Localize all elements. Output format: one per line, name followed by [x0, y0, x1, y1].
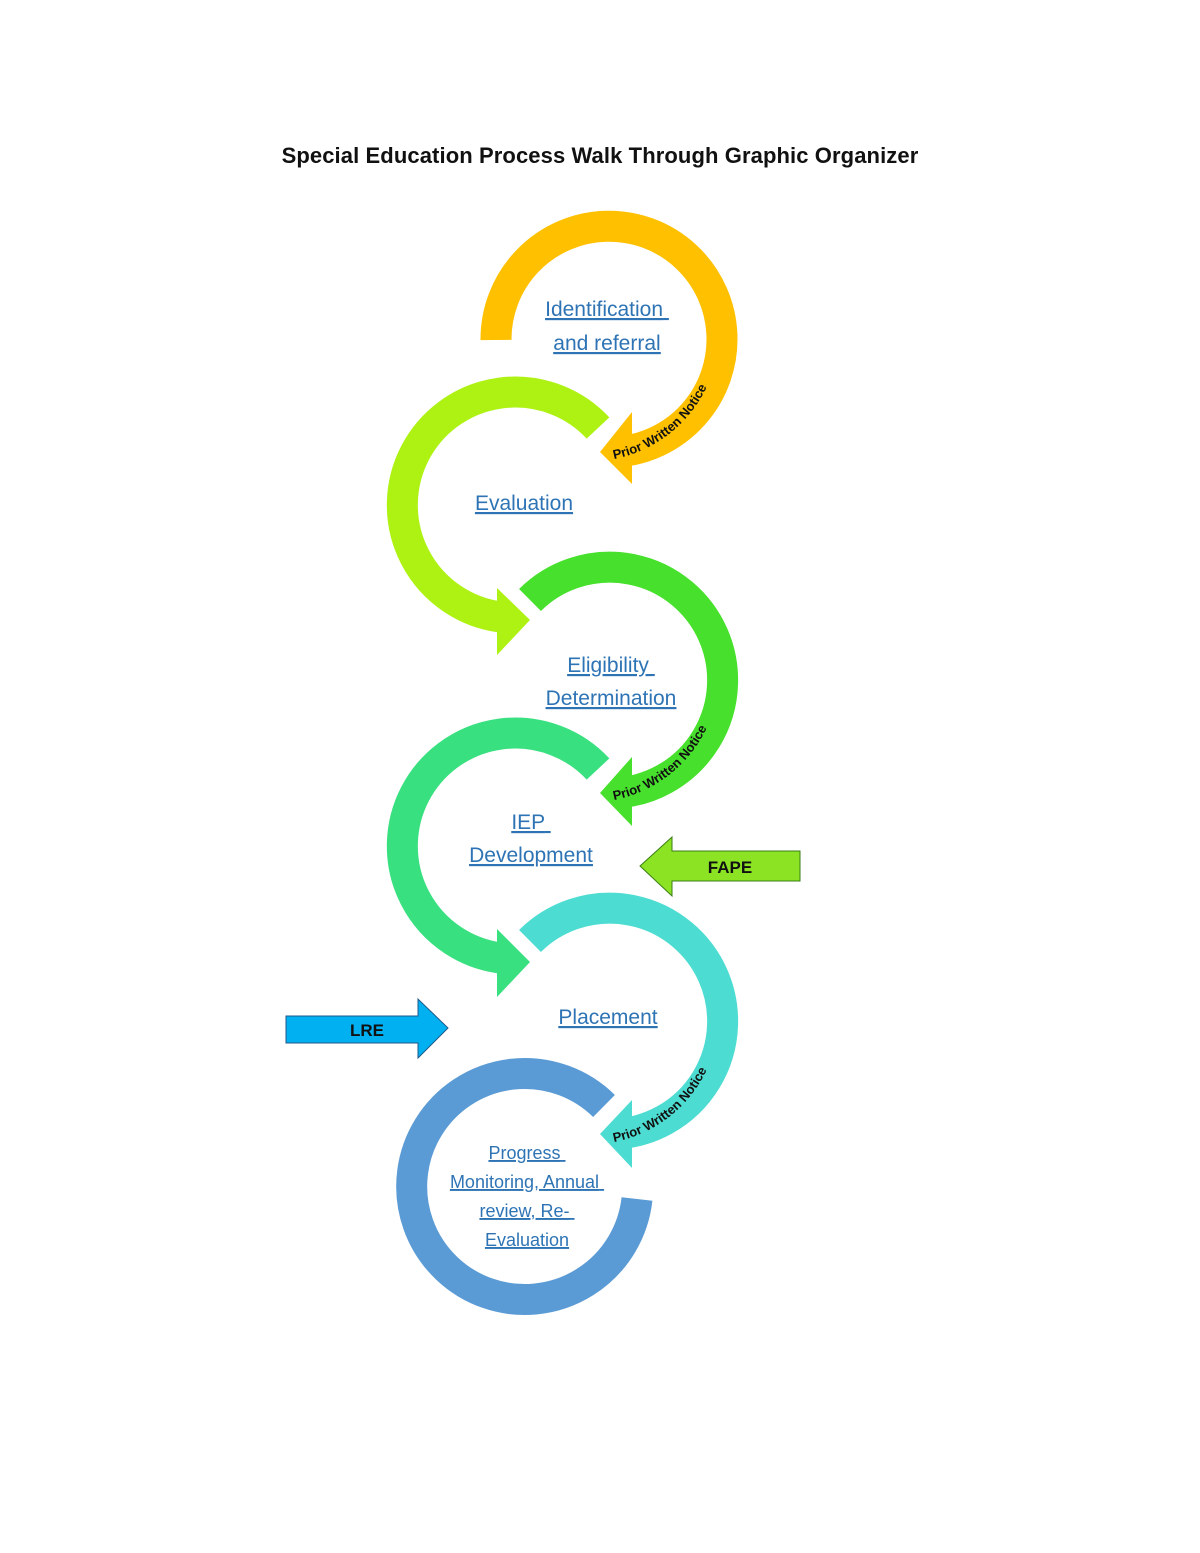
iep-line-2: Development [469, 844, 593, 867]
placement-line-1: Placement [558, 1006, 657, 1029]
stage-placement[interactable]: Placement [558, 1006, 657, 1029]
progress-line-4: Evaluation [485, 1230, 569, 1250]
lre-label: LRE [350, 1021, 384, 1040]
evaluation-arc [386, 376, 610, 633]
identification-arrow: Prior Written Notice [480, 210, 738, 484]
stage-eligibility[interactable]: Eligibility Determination [546, 654, 677, 710]
progress-line-2: Monitoring, Annual [450, 1172, 599, 1192]
eligibility-arrowhead [600, 757, 632, 826]
iep-arrowhead [497, 929, 530, 997]
progress-line-3: review, Re- [479, 1201, 569, 1221]
iep-arc [386, 717, 610, 974]
evaluation-arrowhead [497, 588, 530, 655]
evaluation-arrow [386, 376, 610, 655]
evaluation-line-1: Evaluation [475, 492, 573, 515]
stage-progress[interactable]: Progress Monitoring, Annual review, Re- … [450, 1143, 604, 1250]
eligibility-arc [519, 551, 739, 809]
fape-arrow-shape [639, 835, 801, 898]
identification-line-1: Identification [545, 298, 663, 321]
lre-arrow: LRE [285, 997, 449, 1060]
placement-arrowhead [600, 1100, 632, 1168]
placement-arrow: Prior Written Notice [519, 892, 739, 1168]
fape-label: FAPE [708, 858, 752, 877]
stage-evaluation[interactable]: Evaluation [475, 492, 573, 515]
lre-arrow-shape [285, 997, 449, 1060]
progress-ring [396, 1058, 653, 1315]
progress-arc [396, 1058, 653, 1315]
iep-arrow [386, 717, 610, 997]
identification-line-2: and referral [553, 332, 660, 355]
eligibility-line-1: Eligibility [567, 654, 649, 677]
placement-arc [519, 892, 739, 1150]
identification-arc [480, 210, 738, 468]
identification-arrowhead [600, 412, 632, 484]
progress-line-1: Progress [488, 1143, 560, 1163]
eligibility-line-2: Determination [546, 687, 677, 710]
page-title: Special Education Process Walk Through G… [281, 143, 919, 168]
stage-iep[interactable]: IEP Development [469, 811, 593, 867]
stage-identification[interactable]: Identification and referral [545, 298, 669, 355]
fape-arrow: FAPE [639, 835, 801, 898]
iep-line-1: IEP [511, 811, 544, 834]
